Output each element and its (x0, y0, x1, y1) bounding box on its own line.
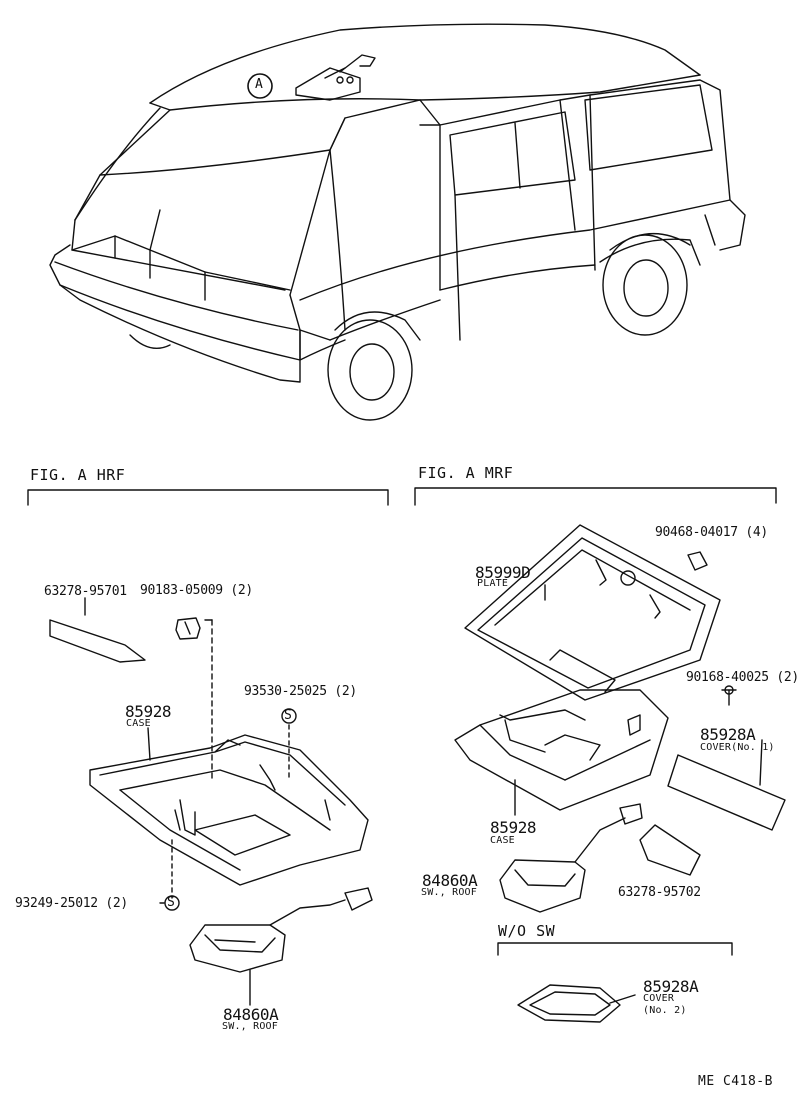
hrf-85928-label: 85928 (125, 702, 172, 721)
mrf-90468-label: 90468-04017 (4) (655, 525, 768, 540)
mrf-85928-name: CASE (490, 835, 515, 846)
hrf-63278-95701-label: 63278-95701 (44, 584, 127, 599)
mrf-85928a2-label: 85928A (643, 977, 699, 996)
hrf-84860a-name: SW., ROOF (222, 1021, 278, 1032)
hrf-90183-label: 90183-05009 (2) (140, 583, 253, 598)
mrf-85999d-label: 85999D (475, 563, 531, 582)
hrf-85928-name: CASE (126, 718, 151, 729)
wo-sw-title: W/O SW (498, 922, 556, 940)
reference-code: ME C418-B (698, 1074, 773, 1089)
hrf-screw-s-lower: S (167, 895, 176, 910)
van-illustration (49, 23, 746, 421)
hrf-parts (49, 597, 373, 1006)
mrf-section-title: FIG. A MRF (418, 464, 514, 482)
mrf-63278-95702-label: 63278-95702 (618, 885, 701, 900)
callout-a-label: A (255, 77, 264, 92)
mrf-parts (454, 524, 786, 1023)
hrf-93530-label: 93530-25025 (2) (244, 684, 357, 699)
hrf-84860a-label: 84860A (223, 1005, 279, 1024)
mrf-90168-label: 90168-40025 (2) (686, 670, 799, 685)
mrf-84860a-name: SW., ROOF (421, 887, 477, 898)
hrf-93249-label: 93249-25012 (2) (15, 896, 128, 911)
mrf-85928a-label: 85928A (700, 725, 756, 744)
mrf-85928a2-name: COVER (643, 993, 675, 1004)
mrf-85928-label: 85928 (490, 818, 537, 837)
mrf-84860a-label: 84860A (422, 871, 478, 890)
mrf-85999d-name: PLATE (477, 578, 509, 589)
hrf-section-title: FIG. A HRF (30, 466, 126, 484)
hrf-screw-s-upper: S (284, 708, 293, 723)
mrf-85928a2-sub: (No. 2) (643, 1005, 687, 1016)
section-brackets (27, 487, 777, 956)
mrf-85928a-name: COVER(No. 1) (700, 742, 775, 753)
lens-95701 (49, 619, 146, 663)
